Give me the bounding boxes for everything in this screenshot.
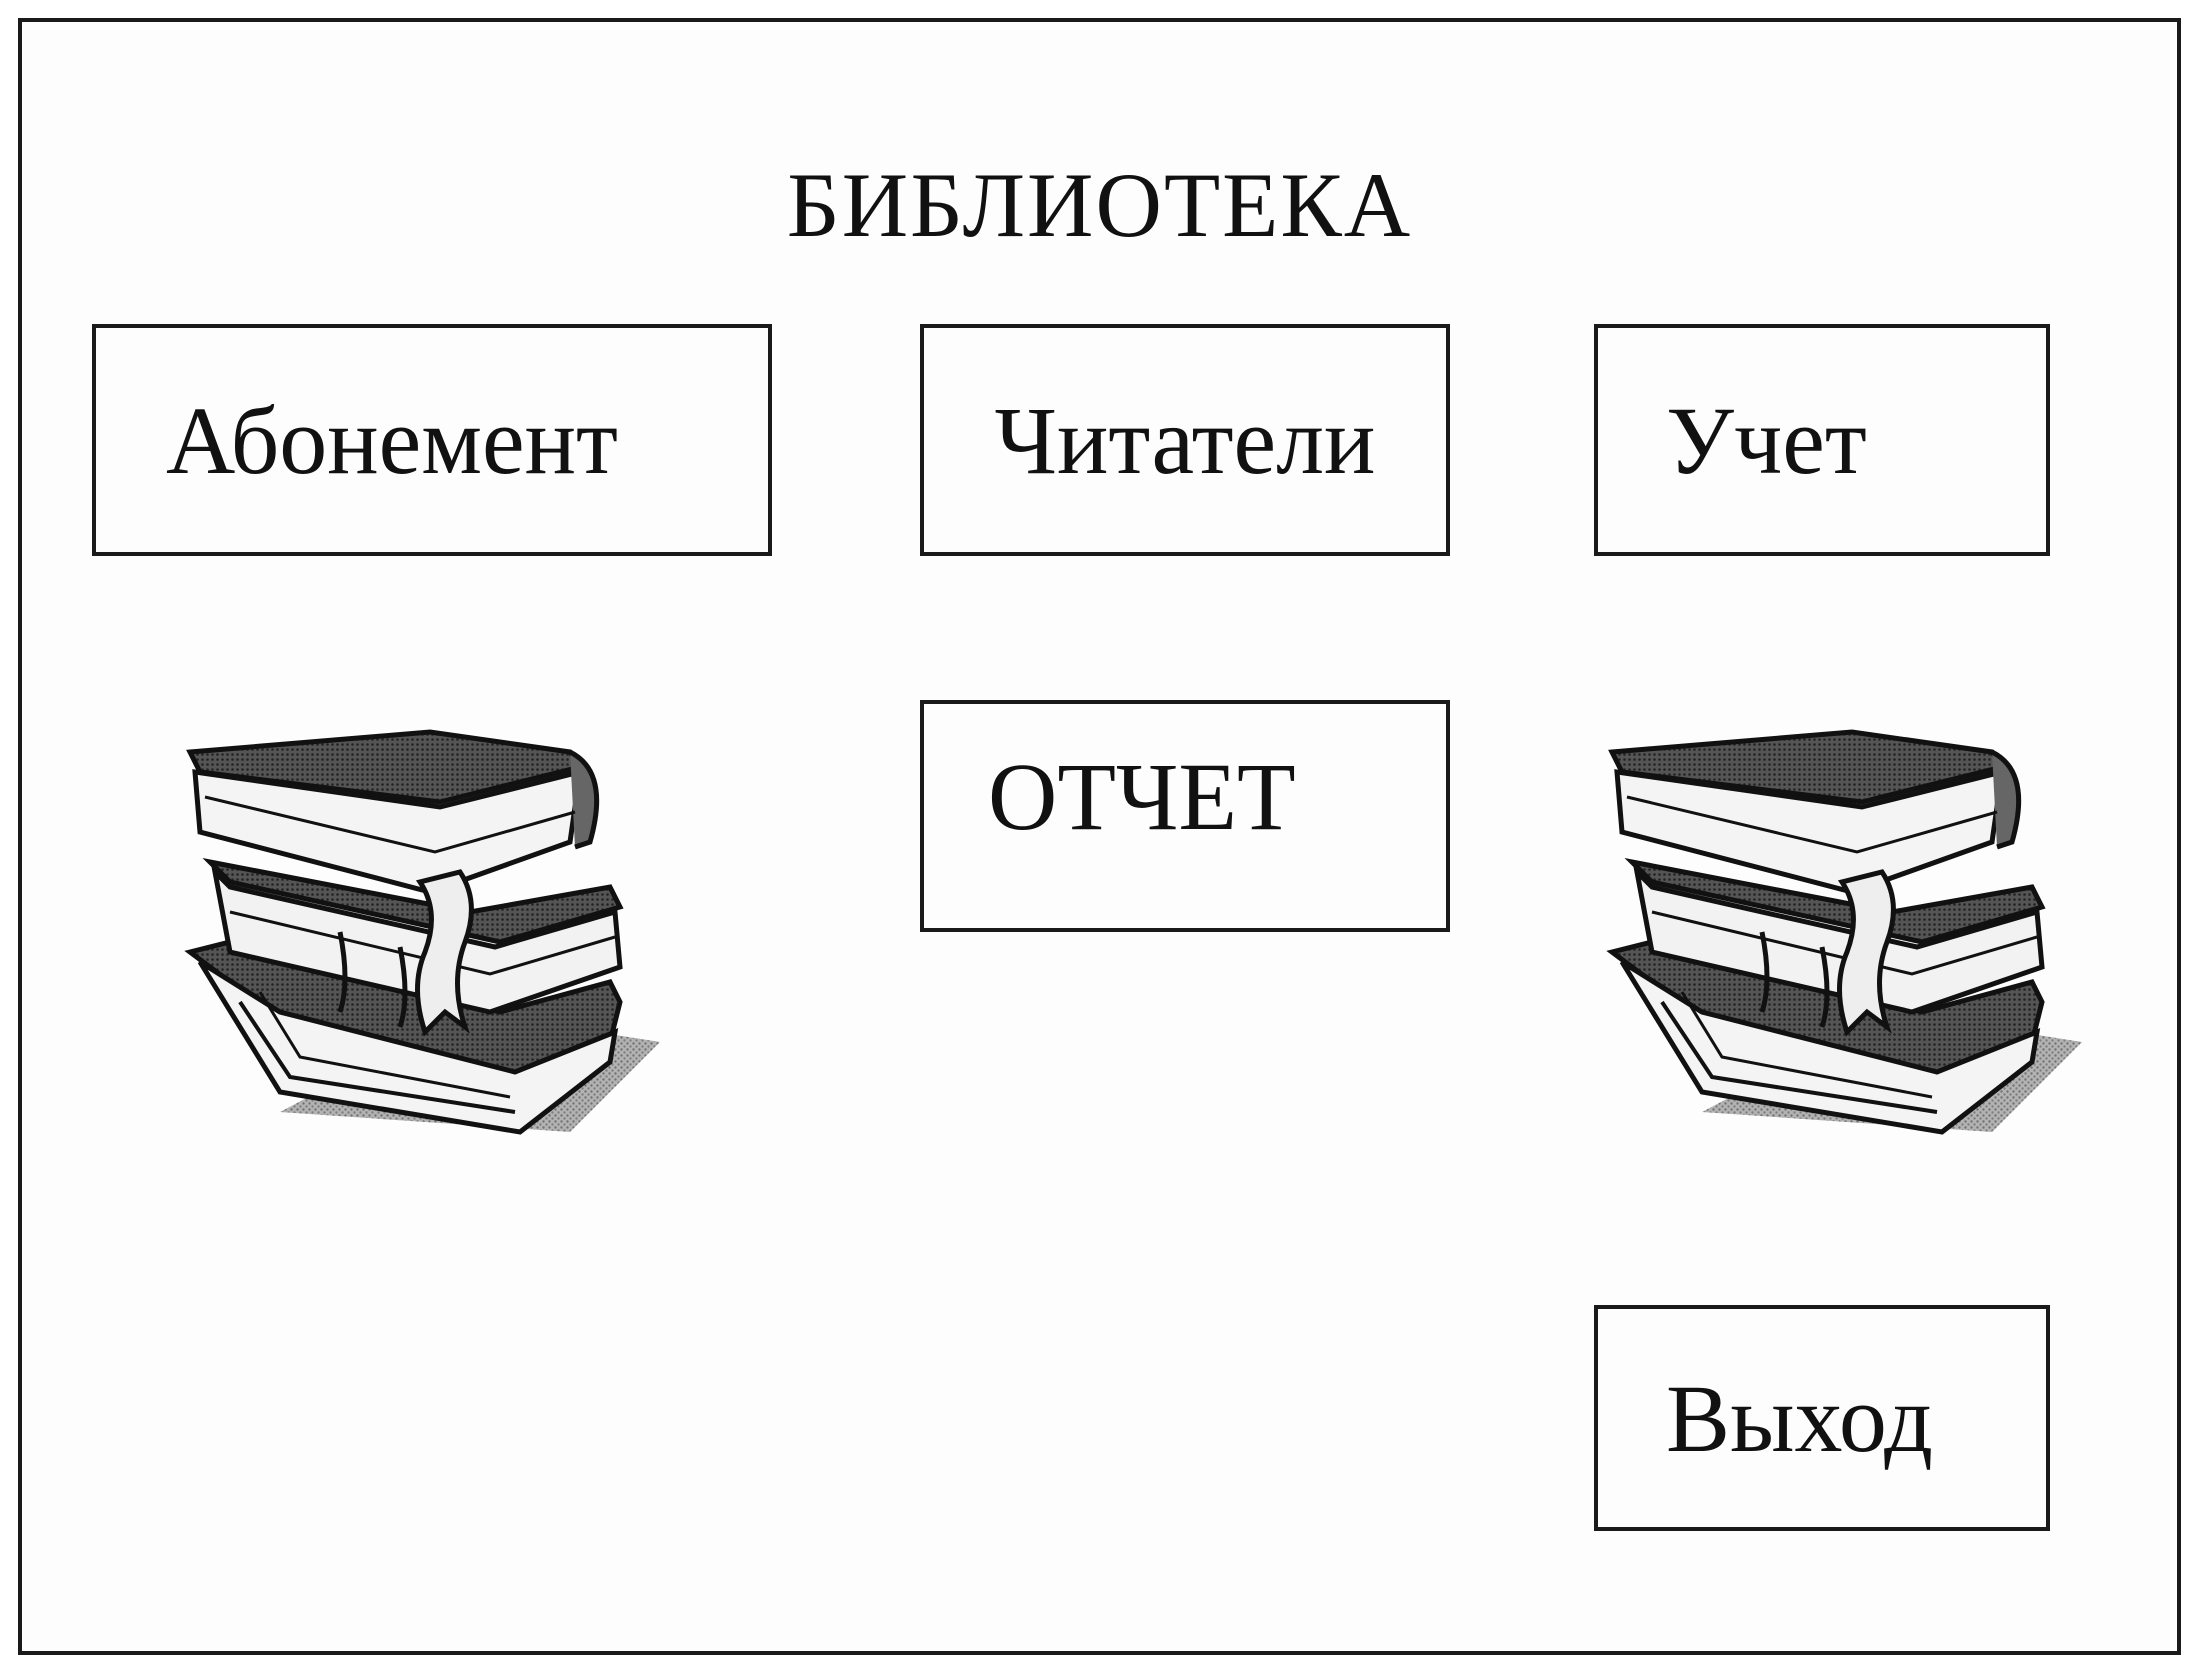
book-stack-icon bbox=[1592, 712, 2092, 1152]
window-title: БИБЛИОТЕКА bbox=[786, 154, 1413, 256]
exit-button-label: Выход bbox=[1666, 1364, 1933, 1472]
readers-button-label: Читатели bbox=[994, 386, 1376, 494]
report-button[interactable]: ОТЧЕТ bbox=[920, 700, 1450, 932]
book-stack-icon bbox=[170, 712, 670, 1152]
accounting-button[interactable]: Учет bbox=[1594, 324, 2050, 556]
subscription-button-label: Абонемент bbox=[166, 386, 618, 494]
accounting-button-label: Учет bbox=[1666, 386, 1867, 494]
report-button-label: ОТЧЕТ bbox=[988, 742, 1296, 850]
subscription-button[interactable]: Абонемент bbox=[92, 324, 772, 556]
main-window: БИБЛИОТЕКА Абонемент Читатели Учет ОТЧЕТ… bbox=[18, 18, 2181, 1655]
readers-button[interactable]: Читатели bbox=[920, 324, 1450, 556]
exit-button[interactable]: Выход bbox=[1594, 1305, 2050, 1531]
